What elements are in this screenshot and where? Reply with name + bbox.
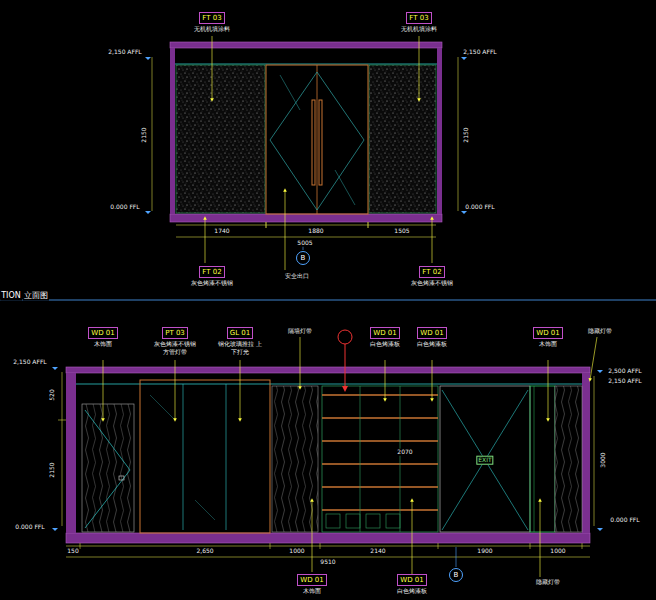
callout-tag: WD 01白色烤漆板: [397, 574, 426, 586]
level-mark: 0.000 FFL: [109, 204, 140, 211]
tag-code: FT 03: [202, 14, 221, 22]
material-note: 木饰面: [539, 340, 557, 347]
exit-sign: EXIT: [476, 456, 493, 465]
door-note: 安全出口: [284, 273, 310, 280]
tag-code: FT 02: [422, 268, 441, 276]
callout-tag: PT 03灰色烤漆不锈钢 方管灯带: [162, 327, 188, 339]
light-note: 隐藏灯带: [535, 579, 561, 586]
material-note: 灰色烤漆不锈钢 方管灯带: [152, 340, 198, 354]
callout-tag: WD 01木饰面: [533, 327, 562, 339]
marker-letter: B: [450, 569, 462, 581]
callout-tag: WD 01白色烤漆板: [370, 327, 399, 339]
material-note: 白色烤漆板: [397, 587, 427, 594]
tag-code: FT 03: [409, 14, 428, 22]
level-mark: 0.000 FFL: [609, 517, 640, 524]
callout-tag: WD 01木饰面: [88, 327, 117, 339]
dimension: 1740: [213, 228, 230, 235]
dimension: 5005: [296, 240, 313, 247]
dimension: 2150: [463, 126, 470, 143]
dimension: 1000: [288, 548, 305, 555]
dimension: 2150: [49, 461, 56, 478]
tag-code: WD 01: [373, 329, 396, 337]
dimension: 150: [66, 548, 79, 555]
callout-tag: GL 01钢化玻璃推拉 上下打光: [227, 327, 253, 339]
tag-code: WD 01: [536, 329, 559, 337]
section-marker: B: [449, 568, 463, 582]
dimension: 3000: [600, 451, 607, 468]
drawing-title: 立面图: [23, 292, 49, 301]
section-marker: B: [296, 251, 310, 265]
drawing-title: TION: [0, 292, 22, 301]
callout-tag: FT 03无机机填涂料: [406, 12, 431, 24]
dimension: 1880: [307, 228, 324, 235]
dimension: 2150: [141, 126, 148, 143]
dimension: 2140: [369, 548, 386, 555]
tag-code: WD 01: [91, 329, 114, 337]
dimension: 1000: [549, 548, 566, 555]
level-mark: 2,150 AFFL: [12, 359, 47, 366]
level-mark: 2,150 AFFL: [462, 49, 497, 56]
level-mark: 2,150 AFFL: [107, 49, 142, 56]
tag-code: GL 01: [230, 329, 250, 337]
level-mark: 0.000 FFL: [464, 204, 495, 211]
tag-code: PT 03: [165, 329, 185, 337]
material-note: 白色烤漆板: [370, 340, 400, 347]
callout-tag: WD 01白色烤漆板: [417, 327, 446, 339]
material-note: 灰色烤漆不锈钢: [191, 279, 233, 286]
tag-code: FT 02: [202, 268, 221, 276]
material-note: 木饰面: [94, 340, 112, 347]
material-note: 灰色烤漆不锈钢: [411, 279, 453, 286]
callout-tag: WD 01木饰面: [297, 574, 326, 586]
material-note: 木饰面: [303, 587, 321, 594]
light-note: 隔墙灯带: [287, 328, 313, 335]
dimension: 1505: [393, 228, 410, 235]
material-note: 无机机填涂料: [194, 25, 230, 32]
dimension: 2070: [396, 449, 413, 456]
callout-tag: FT 02灰色烤漆不锈钢: [199, 266, 224, 278]
dimension: 1900: [476, 548, 493, 555]
level-mark: 2,500 AFFL: [607, 368, 642, 375]
tag-code: WD 01: [400, 576, 423, 584]
dimension: 2,650: [195, 548, 214, 555]
material-note: 无机机填涂料: [401, 25, 437, 32]
level-mark: 2,150 AFFL: [607, 378, 642, 385]
material-note: 钢化玻璃推拉 上下打光: [217, 340, 263, 354]
callout-tag: FT 02灰色烤漆不锈钢: [419, 266, 444, 278]
dimension: 520: [49, 388, 56, 401]
material-note: 白色烤漆板: [417, 340, 447, 347]
dimension: 9510: [319, 559, 336, 566]
light-note: 隐藏灯带: [587, 328, 613, 335]
marker-letter: B: [297, 252, 309, 264]
tag-code: WD 01: [420, 329, 443, 337]
callout-tag: FT 03无机机填涂料: [199, 12, 224, 24]
level-mark: 0.000 FFL: [14, 524, 45, 531]
tag-code: WD 01: [300, 576, 323, 584]
